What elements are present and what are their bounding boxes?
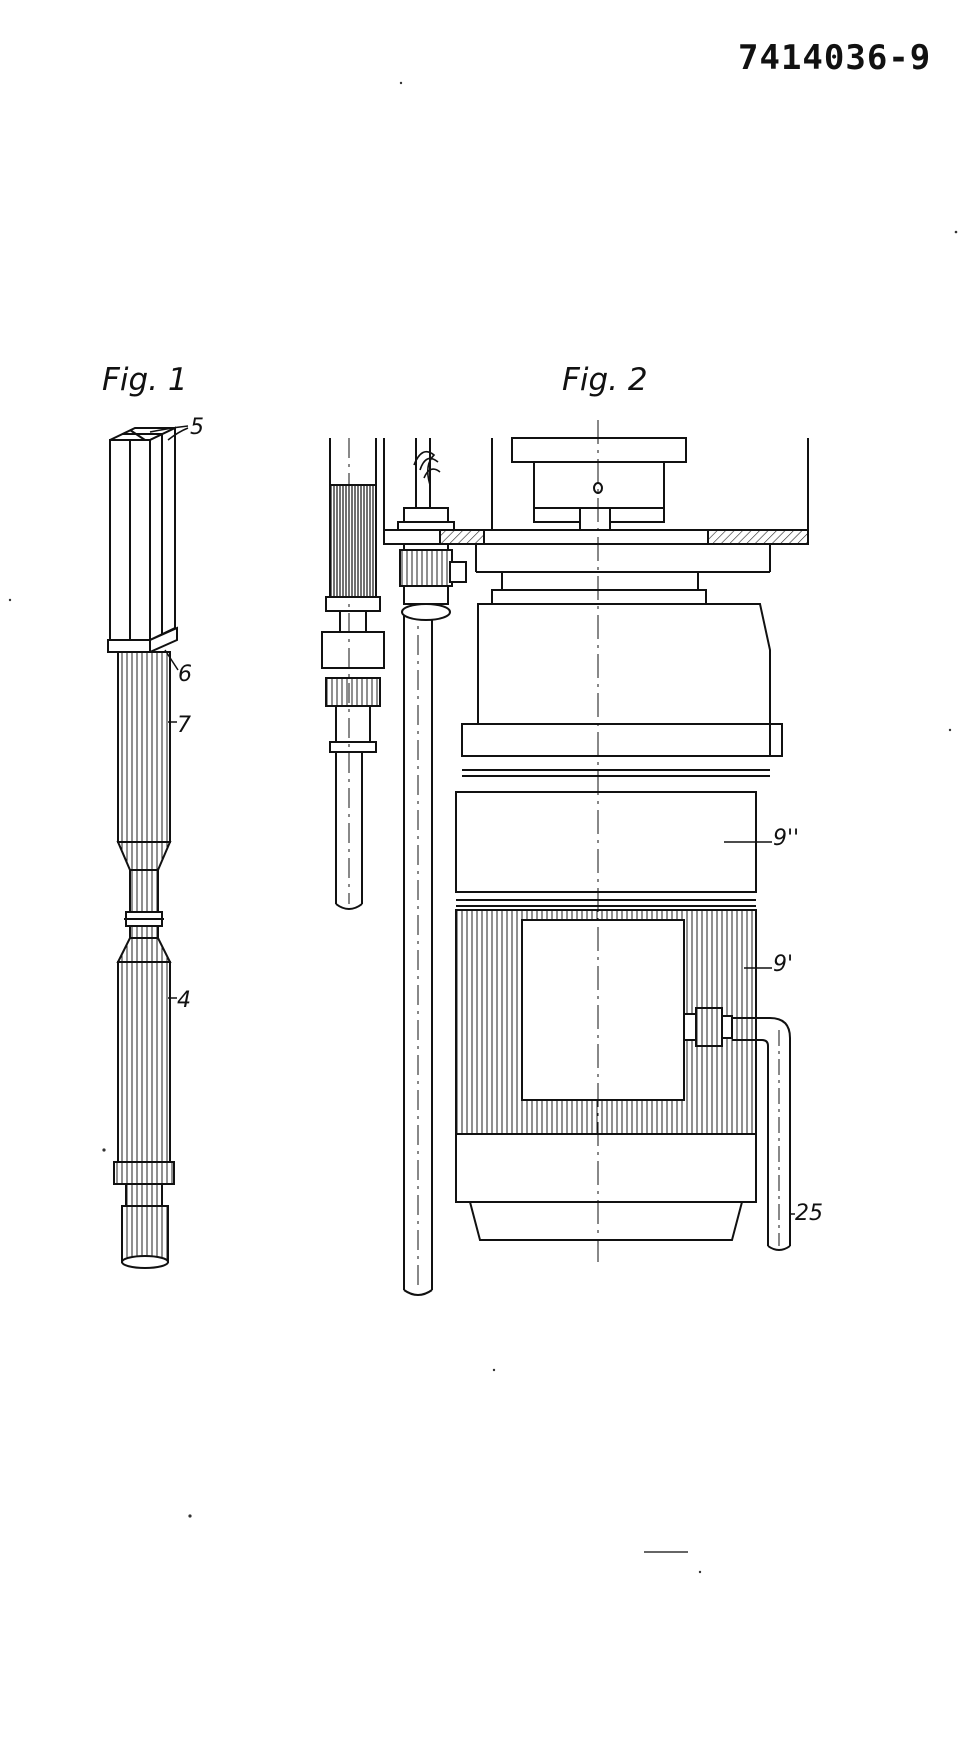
long-vertical-pipe	[403, 600, 433, 1296]
fig1-leader-lines	[149, 425, 189, 999]
ref-numeral-5: 5	[190, 415, 204, 440]
figure-1-fuel-element	[107, 425, 189, 1269]
fuel-bundle-top	[109, 426, 176, 642]
fuel-collar	[107, 626, 178, 653]
lower-tube-bundle	[113, 961, 175, 1269]
ref-numeral-4: 4	[177, 988, 191, 1013]
motor-coupling	[511, 437, 687, 531]
upper-tube-bundle	[116, 651, 172, 963]
housing-section-9-double-prime	[455, 791, 757, 907]
ref-numeral-9-prime: 9'	[773, 952, 794, 977]
motor-upper-body	[461, 603, 783, 777]
left-drive-rod	[321, 438, 385, 910]
upper-housing	[383, 438, 809, 573]
flange-plates	[491, 571, 707, 605]
ref-numeral-7: 7	[177, 713, 191, 738]
ref-numeral-9-double-prime: 9''	[773, 826, 800, 851]
pipe-fitting	[683, 1007, 791, 1251]
document-number: 7414036-9	[738, 38, 932, 78]
scan-specks	[8, 81, 958, 1574]
figure-2-assembly	[321, 420, 809, 1296]
figure-1-caption: Fig. 1	[102, 362, 188, 398]
bottom-housing	[455, 1133, 757, 1241]
ref-numeral-6: 6	[178, 662, 192, 687]
figure-2-caption: Fig. 2	[562, 362, 648, 398]
ref-numeral-25: 25	[795, 1201, 823, 1226]
fig2-leader-lines	[724, 841, 795, 1215]
